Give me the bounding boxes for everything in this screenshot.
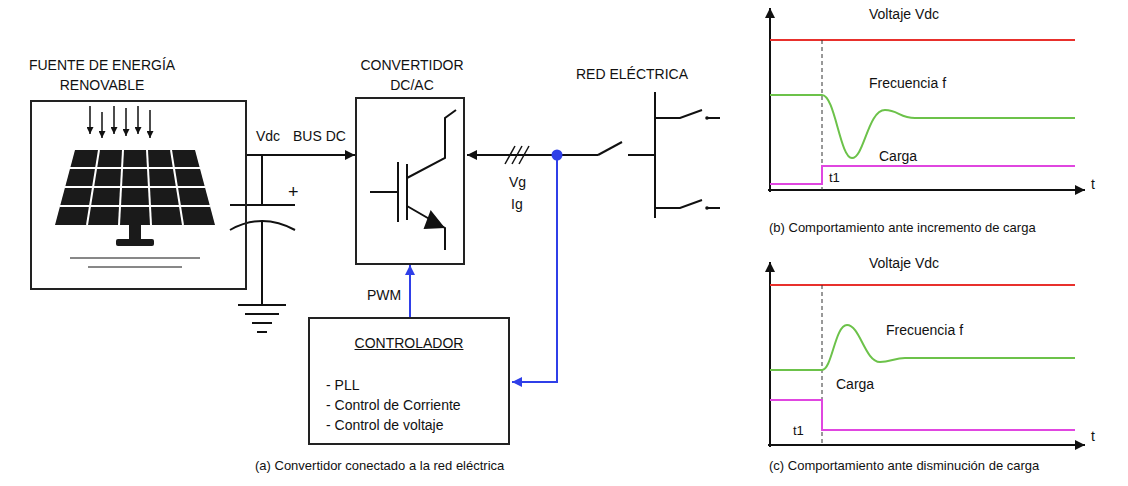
node-heading: CONVERTIDOR DC/AC [347,55,477,95]
channel [406,164,408,220]
emitter [407,206,445,250]
wire [261,155,263,205]
converter-box: CONVERTIDOR DC/AC [355,97,465,265]
y-axis [769,262,771,447]
ground-symbol [238,305,286,332]
ground-bar [257,331,267,333]
grid-label: RED ELÉCTRICA [575,66,689,82]
emitter-arrow [425,212,443,228]
pwm-arrow [409,265,411,317]
voltage-trace [770,284,1075,286]
feedback-line [512,158,557,382]
panel-stand [129,225,141,240]
ground-line [88,267,182,268]
grid-line [70,167,200,169]
signal-name: Vg [508,174,527,190]
controller-box: CONTROLADOR - PLL- Control de Corriente- … [308,317,510,445]
phase-slash [519,146,529,164]
x-axis [768,444,1085,446]
bus-label: BUS DC [292,128,347,144]
edge-label: PWM [366,287,402,303]
ground-line [70,258,200,259]
branch [655,110,702,118]
dc-bus-arrow [247,154,355,156]
panel-grid [60,150,210,225]
ground-bar [238,304,286,306]
panel-base [116,239,154,246]
axis-label: t [1090,176,1096,192]
ray-arrow [89,106,91,134]
node-content: CONTROLADOR - PLL- Control de Corriente- … [310,319,508,441]
panel-caption: (b) Comportamiento ante incremento de ca… [768,220,1037,236]
list-item: - Control de voltaje [326,415,444,435]
time-mark: t1 [828,171,841,185]
trace-label: Frecuencia f [868,75,947,91]
grid-bus [654,92,656,218]
sun-rays [90,106,150,138]
frequency-trace [770,95,1075,158]
trace-label: Voltaje Vdc [868,255,940,271]
grid-line [65,186,205,188]
panel-caption: (a) Convertidor conectado a la red eléct… [254,458,505,474]
ground-bar [245,313,279,315]
polarity-mark: + [287,182,300,202]
gate-lead [370,191,398,193]
load-trace [770,400,1075,430]
gate-plate [397,162,399,222]
ray-arrow [137,106,139,134]
wire [261,221,263,305]
trace-label: Carga [835,376,875,392]
node-title: CONTROLADOR [355,333,464,353]
ac-link [467,154,557,156]
source-box: FUENTE DE ENERGÍA RENOVABLE [30,100,247,290]
signal-name: Ig [510,196,524,212]
trace-label: Carga [878,148,918,164]
ray-arrow [113,106,115,134]
ray-arrow [125,108,127,136]
y-axis [769,8,771,192]
wire [557,154,598,156]
igbt-symbol [370,110,456,250]
grid-line [60,205,210,207]
list-item: - PLL [326,375,359,395]
collector [407,110,456,178]
switch-contact [705,116,709,120]
time-mark: t1 [792,424,805,438]
ray-arrow [149,110,151,138]
chart-increase [768,8,1085,192]
wire [708,117,720,119]
load-trace [770,166,1075,184]
trace-label: Voltaje Vdc [868,6,940,22]
wire [628,154,655,156]
panel-caption: (c) Comportamiento ante disminución de c… [768,458,1040,474]
capacitor-plate [230,204,295,206]
ground-bar [252,322,272,324]
switch-contact [705,206,709,210]
branch [655,200,702,208]
voltage-label: Vdc [255,128,281,144]
switch-blade [598,142,622,155]
solar-panel [55,150,215,225]
wire [708,207,720,209]
trace-label: Frecuencia f [885,322,964,338]
chart-decrease [768,262,1085,447]
capacitor-symbol [230,155,295,305]
axis-label: t [1090,428,1096,444]
measure-dot [552,150,563,161]
node-heading: FUENTE DE ENERGÍA RENOVABLE [12,55,192,95]
grid-switches [557,92,720,218]
list-item: - Control de Corriente [326,395,461,415]
three-phase-mark [505,146,529,164]
ray-arrow [101,112,103,138]
voltage-trace [770,39,1075,41]
x-axis [768,189,1085,191]
